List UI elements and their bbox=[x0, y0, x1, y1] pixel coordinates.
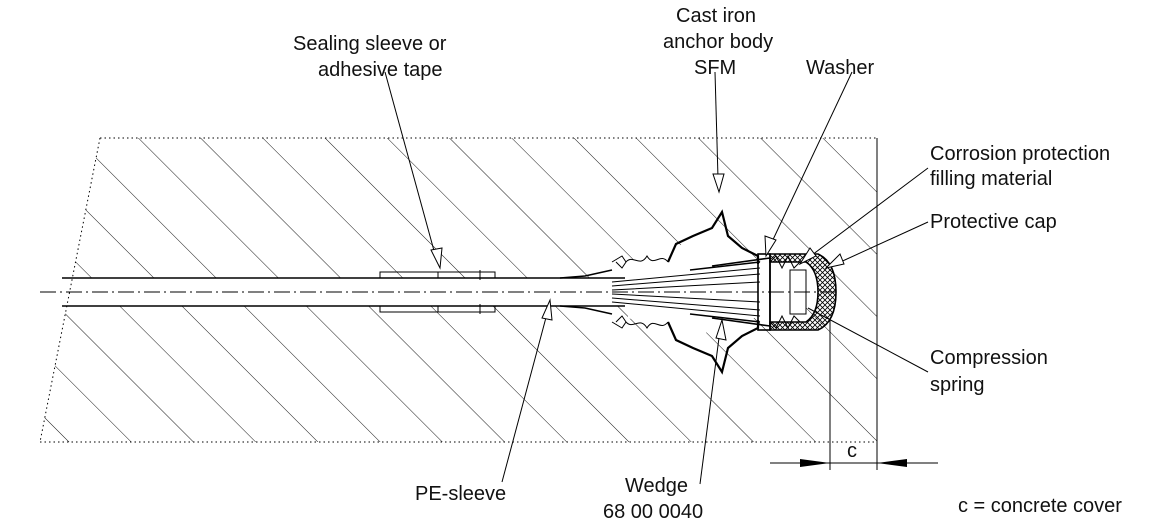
label-wedge-1: Wedge bbox=[625, 475, 688, 497]
label-protective-cap: Protective cap bbox=[930, 211, 1057, 233]
label-pe-sleeve: PE-sleeve bbox=[415, 483, 506, 505]
label-corrosion-1: Corrosion protection bbox=[930, 143, 1110, 165]
label-legend-c: c = concrete cover bbox=[958, 495, 1122, 517]
label-sealing-sleeve-2: adhesive tape bbox=[318, 59, 443, 81]
labels: Sealing sleeve or adhesive tape Cast iro… bbox=[293, 5, 1122, 523]
label-compression-1: Compression bbox=[930, 347, 1048, 369]
label-anchor-body-1: Cast iron bbox=[676, 5, 756, 27]
anchor-body bbox=[666, 209, 761, 375]
sealing-sleeve bbox=[379, 270, 496, 314]
dimension-c-label: c bbox=[847, 440, 857, 462]
protective-cap bbox=[769, 253, 837, 331]
tendon bbox=[40, 277, 840, 307]
trumpet bbox=[559, 255, 669, 329]
dimension-c: c bbox=[770, 320, 938, 470]
label-sealing-sleeve-1: Sealing sleeve or bbox=[293, 33, 447, 55]
leader-lines bbox=[384, 71, 929, 485]
label-anchor-body-3: SFM bbox=[694, 57, 736, 79]
label-corrosion-2: filling material bbox=[930, 168, 1052, 190]
label-compression-2: spring bbox=[930, 374, 984, 396]
concrete-block bbox=[39, 137, 878, 443]
washer bbox=[757, 253, 771, 331]
label-washer: Washer bbox=[806, 57, 875, 79]
label-anchor-body-2: anchor body bbox=[663, 31, 773, 53]
label-wedge-2: 68 00 0040 bbox=[603, 501, 703, 523]
